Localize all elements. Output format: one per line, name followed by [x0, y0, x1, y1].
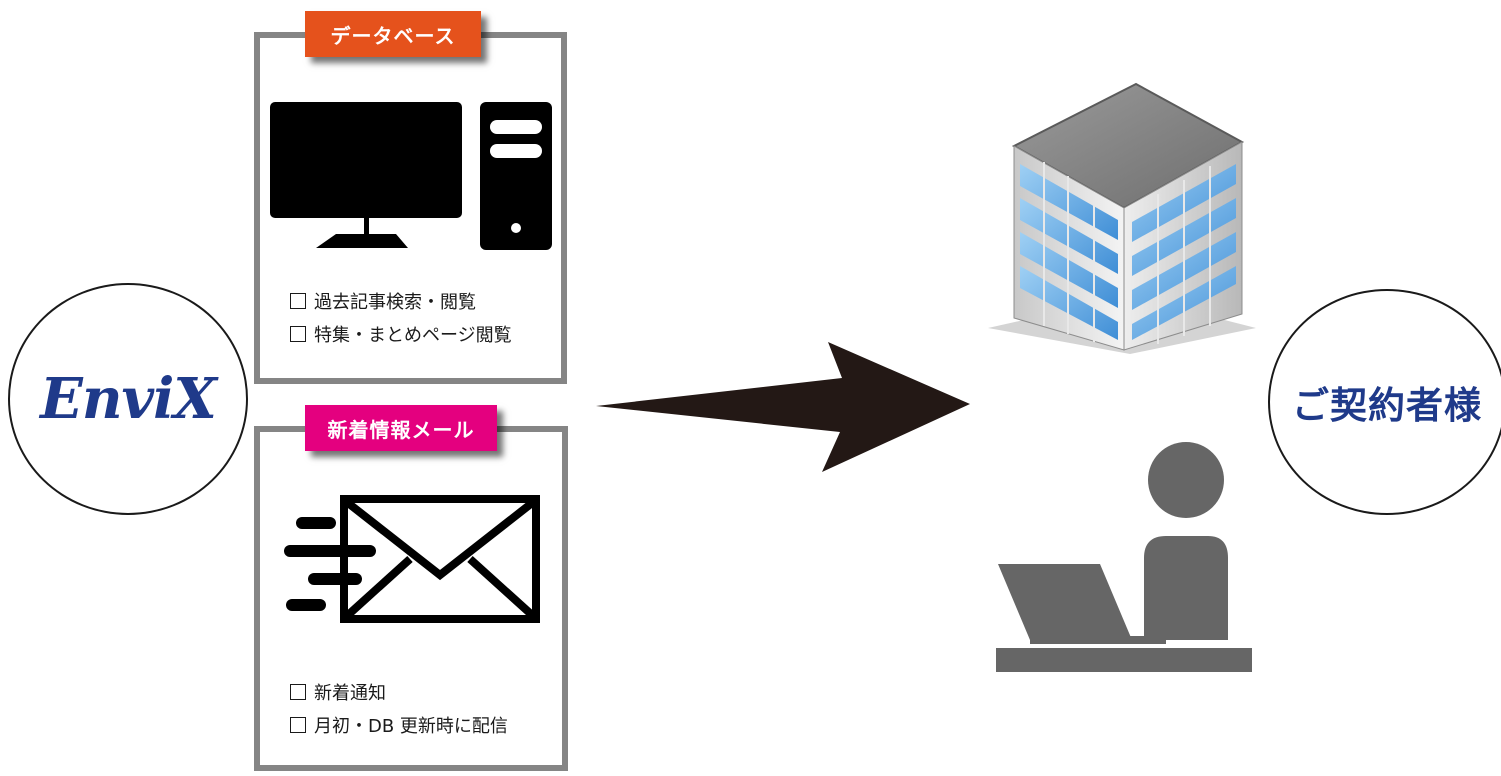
source-circle: EnviX	[8, 283, 248, 515]
email-fast-icon	[284, 495, 540, 623]
right-arrow-icon	[596, 342, 970, 472]
recipient-circle: ご契約者様	[1268, 289, 1501, 515]
checkbox-icon	[290, 684, 306, 700]
list-item: 過去記事検索・閲覧	[290, 286, 512, 319]
list-item: 月初・DB 更新時に配信	[290, 710, 508, 743]
desktop-computer-icon	[270, 102, 552, 250]
checkbox-icon	[290, 717, 306, 733]
checkbox-icon	[290, 293, 306, 309]
mail-tag: 新着情報メール	[305, 405, 497, 451]
checkbox-icon	[290, 326, 306, 342]
office-building-icon	[988, 82, 1256, 354]
database-tag: データベース	[305, 11, 481, 57]
envix-logo: EnviX	[40, 366, 217, 432]
mail-feature-list: 新着通知 月初・DB 更新時に配信	[290, 677, 508, 743]
recipient-label: ご契約者様	[1292, 384, 1482, 427]
database-feature-list: 過去記事検索・閲覧 特集・まとめページ閲覧	[290, 286, 512, 352]
person-laptop-icon	[996, 442, 1252, 672]
list-item: 新着通知	[290, 677, 508, 710]
list-item: 特集・まとめページ閲覧	[290, 319, 512, 352]
